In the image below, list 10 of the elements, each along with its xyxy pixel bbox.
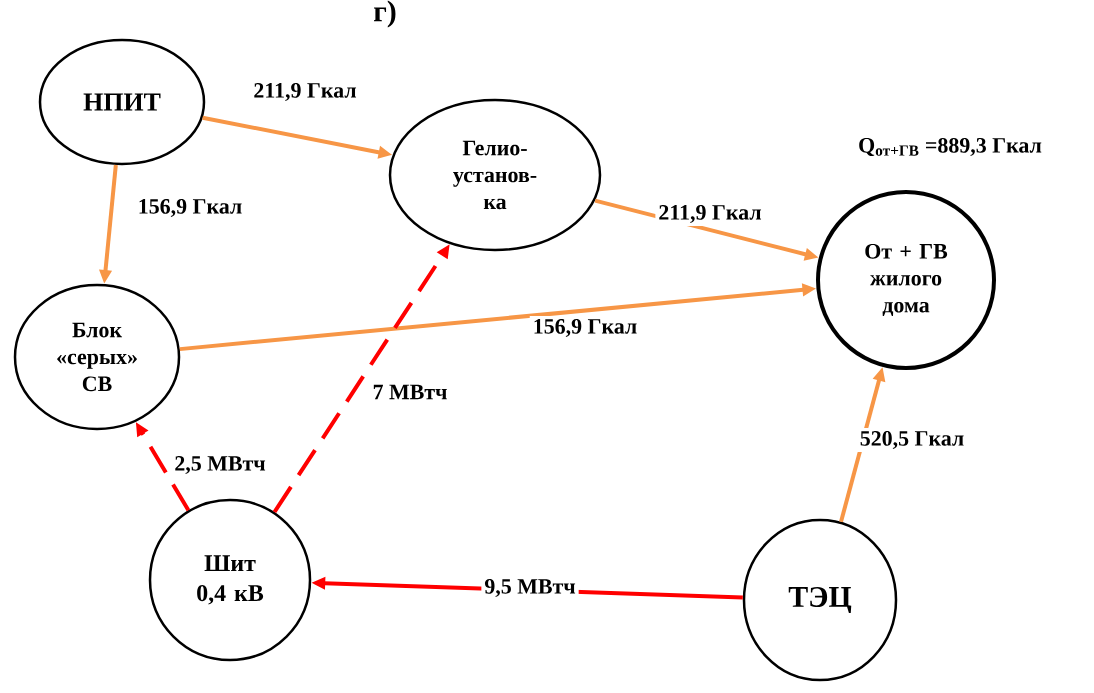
title: г): [374, 0, 396, 28]
edge-label: 9,5 МВтч: [481, 576, 579, 600]
edge-label: 2,5 МВтч: [171, 453, 269, 477]
edge-label: 156,9 Гкал: [134, 196, 246, 220]
edge-label: 211,9 Гкал: [250, 80, 360, 104]
edge-label: 7 МВтч: [369, 381, 451, 403]
edge-label: 211,9 Гкал: [655, 202, 765, 226]
edge-label: 156,9 Гкал: [529, 316, 641, 340]
edge-label: 520,5 Гкал: [856, 428, 968, 452]
total-label: Q$_{от+ГВ}$ =889,3 Гкал: [859, 137, 1042, 157]
